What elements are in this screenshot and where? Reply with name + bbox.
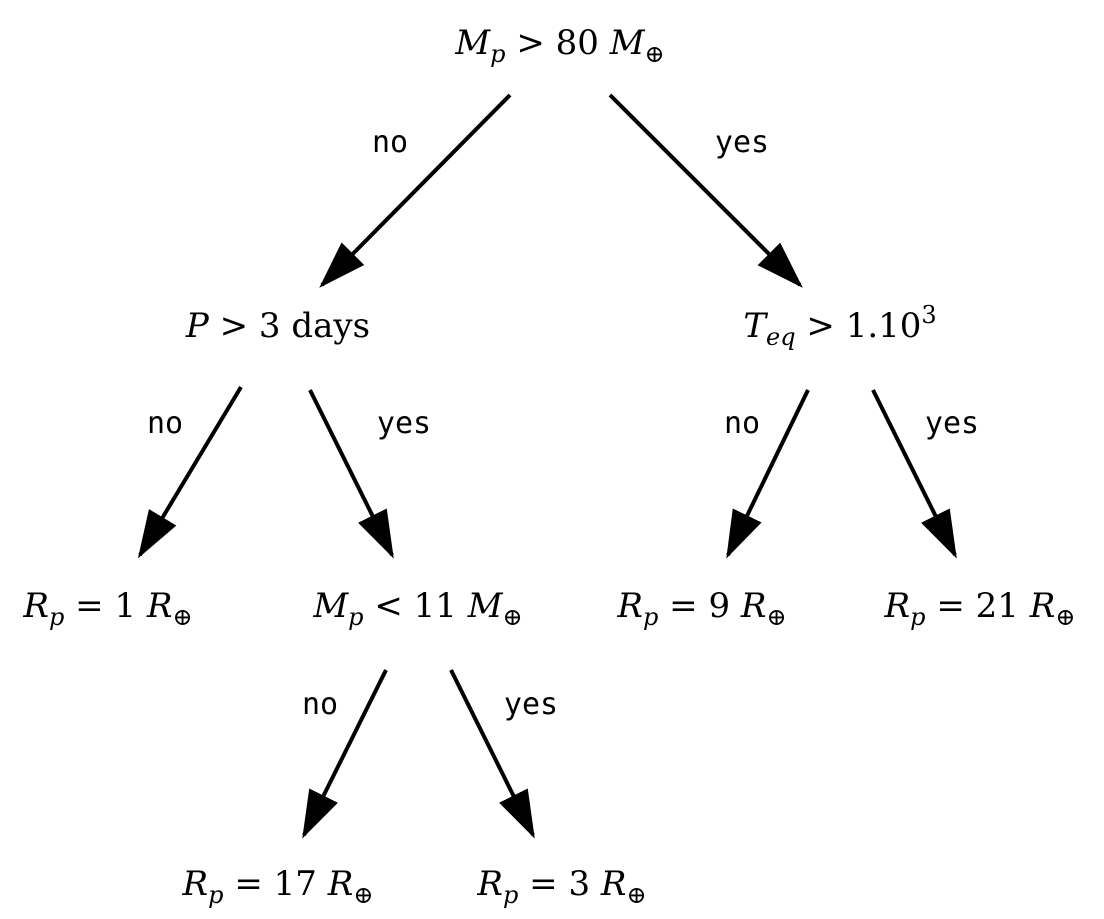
edge-arrow-root-to-period bbox=[319, 93, 512, 288]
edge-arrow-period-to-leaf1 bbox=[137, 385, 243, 559]
edge-label-no: no bbox=[372, 125, 408, 160]
edge-label-yes: yes bbox=[377, 406, 431, 441]
leaf-node-leaf9: Rp = 9 R⊕ bbox=[616, 586, 786, 631]
edge-arrow-root-to-teq bbox=[608, 93, 803, 288]
edge-label-yes: yes bbox=[925, 406, 979, 441]
decision-node-root: Mp > 80 M⊕ bbox=[454, 23, 664, 68]
edge-label-no: no bbox=[302, 687, 338, 722]
leaf-node-leaf17: Rp = 17 R⊕ bbox=[182, 864, 374, 909]
edge-label-no: no bbox=[724, 406, 760, 441]
leaf-node-leaf1: Rp = 1 R⊕ bbox=[22, 586, 192, 631]
edge-arrow-teq-to-leaf9 bbox=[726, 389, 810, 559]
decision-node-teq: Teq > 1.103 bbox=[743, 301, 936, 351]
decision-node-period: P > 3 days bbox=[185, 306, 370, 346]
decision-node-mass11: Mp < 11 M⊕ bbox=[312, 586, 522, 631]
edge-label-no: no bbox=[147, 406, 183, 441]
edge-arrow-teq-to-leaf21 bbox=[871, 389, 957, 559]
edge-arrow-mass11-to-leaf3 bbox=[449, 669, 535, 839]
edge-arrow-mass11-to-leaf17 bbox=[302, 669, 388, 839]
edge-arrow-period-to-mass11 bbox=[308, 389, 394, 559]
edge-label-yes: yes bbox=[715, 125, 769, 160]
leaf-node-leaf3: Rp = 3 R⊕ bbox=[476, 864, 646, 909]
edge-label-yes: yes bbox=[504, 687, 558, 722]
leaf-node-leaf21: Rp = 21 R⊕ bbox=[884, 586, 1076, 631]
